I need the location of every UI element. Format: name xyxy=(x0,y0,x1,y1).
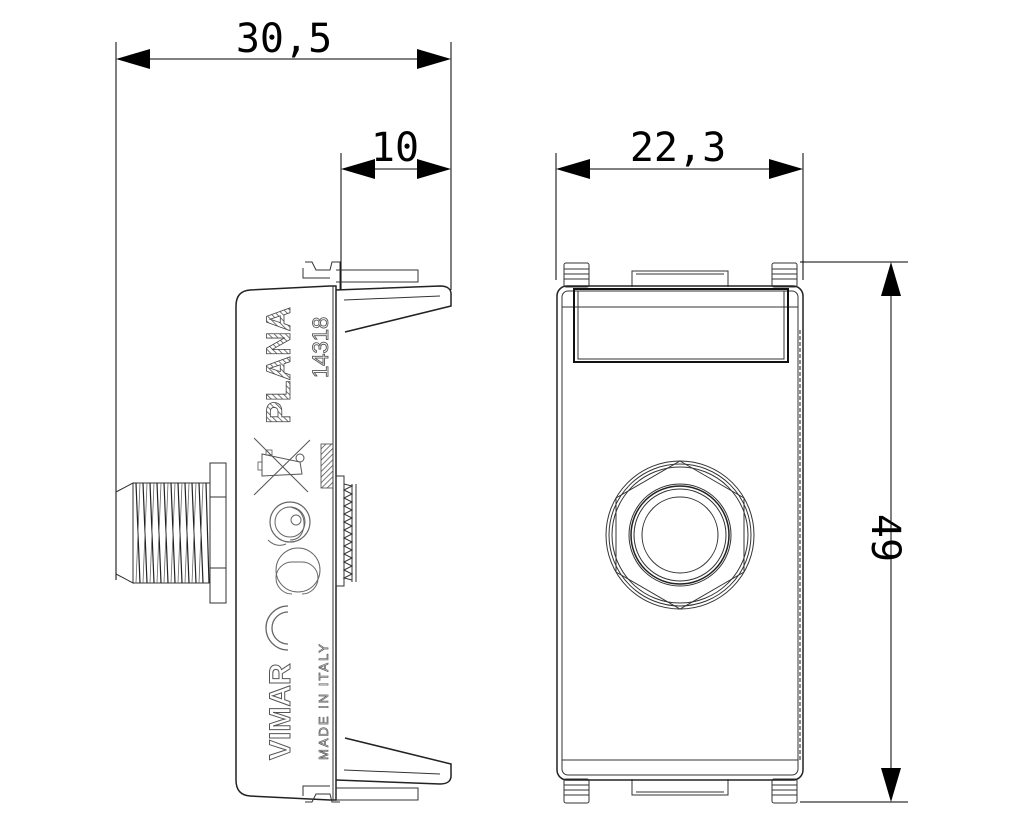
weee-crossed-bin-icon xyxy=(253,437,311,496)
arrowhead-right-icon xyxy=(417,159,451,179)
dimension-front-depth: 10 xyxy=(340,125,451,290)
dimension-height: 49 xyxy=(800,261,908,803)
bottom-clip-left xyxy=(563,778,590,804)
origin-label: MADE IN ITALY xyxy=(316,642,331,760)
product-code: 14318 xyxy=(308,317,333,378)
f-connector-thread xyxy=(115,462,227,604)
rear-thread xyxy=(342,483,357,582)
top-clip-right xyxy=(771,262,798,288)
series-label-plana: PLANA xyxy=(260,307,298,424)
top-clip-left xyxy=(563,262,590,288)
hex-nut-connector-icon xyxy=(605,460,755,610)
front-view xyxy=(556,262,804,804)
arrowhead-left-icon xyxy=(116,49,150,69)
dimension-width: 22,3 xyxy=(555,125,804,280)
dimension-label-22-3: 22,3 xyxy=(630,125,726,171)
arrowhead-left-icon xyxy=(341,159,375,179)
dimension-label-10: 10 xyxy=(371,125,419,171)
imq-mark-icon xyxy=(267,501,311,546)
ce-mark-icon xyxy=(265,547,321,651)
arrowhead-right-icon xyxy=(417,49,451,69)
arrowhead-down-icon xyxy=(881,768,901,802)
hatched-marker xyxy=(320,443,334,489)
arrowhead-left-icon xyxy=(556,159,590,179)
label-window xyxy=(573,288,789,363)
dimension-overall-depth: 30,5 xyxy=(115,16,452,580)
dimension-label-30-5: 30,5 xyxy=(236,16,332,62)
bottom-clip-right xyxy=(771,778,798,804)
side-view: PLANA 14318 VIMAR xyxy=(115,261,452,803)
dimension-label-49: 49 xyxy=(862,514,908,562)
module-body xyxy=(556,285,804,781)
arrowhead-up-icon xyxy=(881,262,901,296)
arrowhead-right-icon xyxy=(769,159,803,179)
brand-label-vimar: VIMAR xyxy=(264,663,297,760)
